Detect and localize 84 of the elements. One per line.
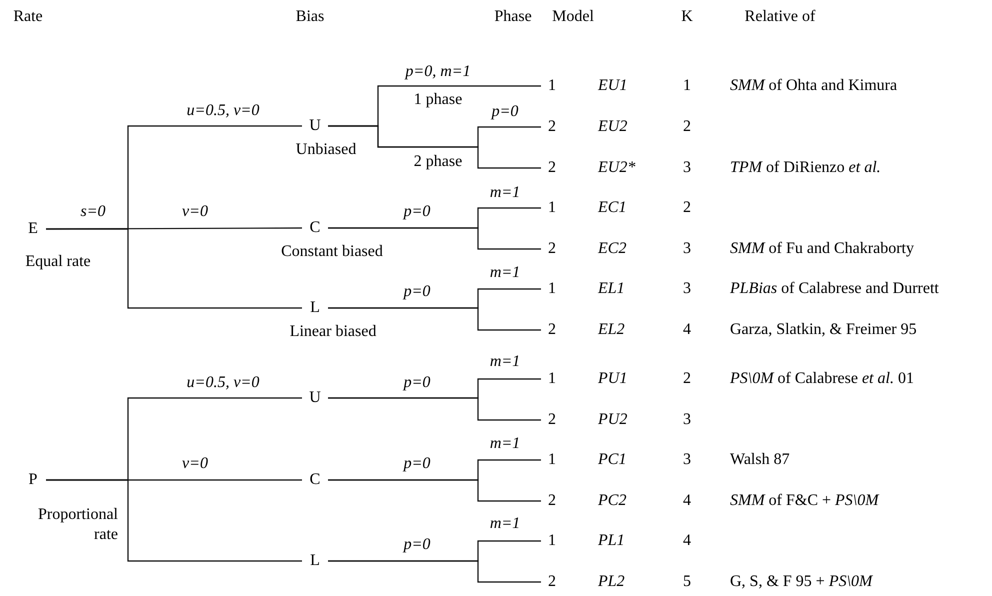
model-name: PU1: [598, 369, 628, 389]
node-label: 2: [545, 491, 559, 511]
parameter-label: p=0: [404, 535, 430, 555]
model-name: EC1: [598, 198, 626, 218]
tree-branch-line: [328, 560, 541, 583]
reference-text: Walsh 87: [730, 450, 790, 470]
node-label: 2: [545, 572, 559, 592]
node-label: 1: [545, 279, 559, 299]
reference-text: TPM of DiRienzo et al.: [730, 158, 881, 178]
model-name: EU1: [598, 76, 628, 96]
node-label: 1: [545, 369, 559, 389]
node-label: 2: [545, 410, 559, 430]
parameter-label: p=0: [404, 454, 430, 474]
model-name: EL2: [598, 320, 625, 340]
node-caption: Equal rate: [24, 252, 92, 272]
branch-label: 2 phase: [414, 152, 462, 172]
tree-branch-line: [328, 397, 541, 421]
node-label: 2: [545, 117, 559, 137]
reference-text: SMM of Fu and Chakraborty: [730, 239, 914, 259]
k-value: 3: [683, 158, 691, 178]
k-value: 2: [683, 117, 691, 137]
node-label: 2: [545, 320, 559, 340]
tree-branch-line: [46, 479, 302, 562]
model-name: EU2*: [598, 158, 636, 178]
node-label: 1: [545, 198, 559, 218]
reference-text: SMM of Ohta and Kimura: [730, 76, 898, 96]
reference-text: PS\0M of Calabrese et al. 01: [730, 369, 914, 389]
node-label: L: [306, 298, 324, 318]
k-value: 3: [683, 279, 691, 299]
node-label: 2: [545, 239, 559, 259]
node-caption: Proportional rate: [37, 505, 118, 545]
parameter-label: s=0: [80, 202, 106, 222]
model-name: PL2: [598, 572, 625, 592]
column-header: Relative of: [744, 7, 816, 27]
column-header: Model: [552, 7, 594, 27]
edge-label: p=0: [490, 102, 520, 122]
k-value: 3: [683, 410, 691, 430]
reference-text: SMM of F&C + PS\0M: [730, 491, 879, 511]
branch-label: 1 phase: [414, 90, 462, 110]
node-label: L: [306, 551, 324, 571]
node-label: C: [306, 470, 324, 490]
node-label: 2: [545, 158, 559, 178]
tree-branch-line: [328, 125, 541, 169]
k-value: 4: [683, 320, 691, 340]
column-header: Bias: [296, 7, 324, 27]
column-header: K: [681, 7, 693, 27]
node-label: 1: [545, 531, 559, 551]
reference-text: Garza, Slatkin, & Freimer 95: [730, 320, 917, 340]
reference-text: G, S, & F 95 + PS\0M: [730, 572, 872, 592]
model-name: PU2: [598, 410, 628, 430]
node-caption: Linear biased: [288, 322, 378, 342]
column-header: Phase: [494, 7, 532, 27]
tree-branch-line: [328, 307, 541, 331]
node-caption: Unbiased: [294, 140, 358, 160]
k-value: 3: [683, 450, 691, 470]
parameter-label: p=0: [404, 202, 430, 222]
model-name: EC2: [598, 239, 626, 259]
tree-branch-line: [46, 228, 302, 309]
k-value: 3: [683, 239, 691, 259]
node-label: E: [24, 219, 42, 239]
k-value: 1: [683, 76, 691, 96]
k-value: 2: [683, 198, 691, 218]
k-value: 5: [683, 572, 691, 592]
node-label: C: [306, 218, 324, 238]
parameter-label: p=0: [404, 282, 430, 302]
column-header: Rate: [13, 7, 43, 27]
k-value: 2: [683, 369, 691, 389]
k-value: 4: [683, 531, 691, 551]
node-caption: Constant biased: [280, 242, 384, 262]
node-label: 1: [545, 450, 559, 470]
reference-text: PLBias of Calabrese and Durrett: [730, 279, 939, 299]
tree-branch-line: [328, 227, 541, 250]
model-name: PC1: [598, 450, 626, 470]
model-name: EL1: [598, 279, 625, 299]
parameter-label: p=0: [404, 373, 430, 393]
node-label: 1: [545, 76, 559, 96]
node-label: U: [306, 116, 324, 136]
k-value: 4: [683, 491, 691, 511]
model-name: PL1: [598, 531, 625, 551]
model-name: EU2: [598, 117, 628, 137]
model-name: PC2: [598, 491, 626, 511]
tree-branch-line: [328, 479, 541, 502]
node-label: U: [306, 388, 324, 408]
node-label: P: [24, 470, 42, 490]
